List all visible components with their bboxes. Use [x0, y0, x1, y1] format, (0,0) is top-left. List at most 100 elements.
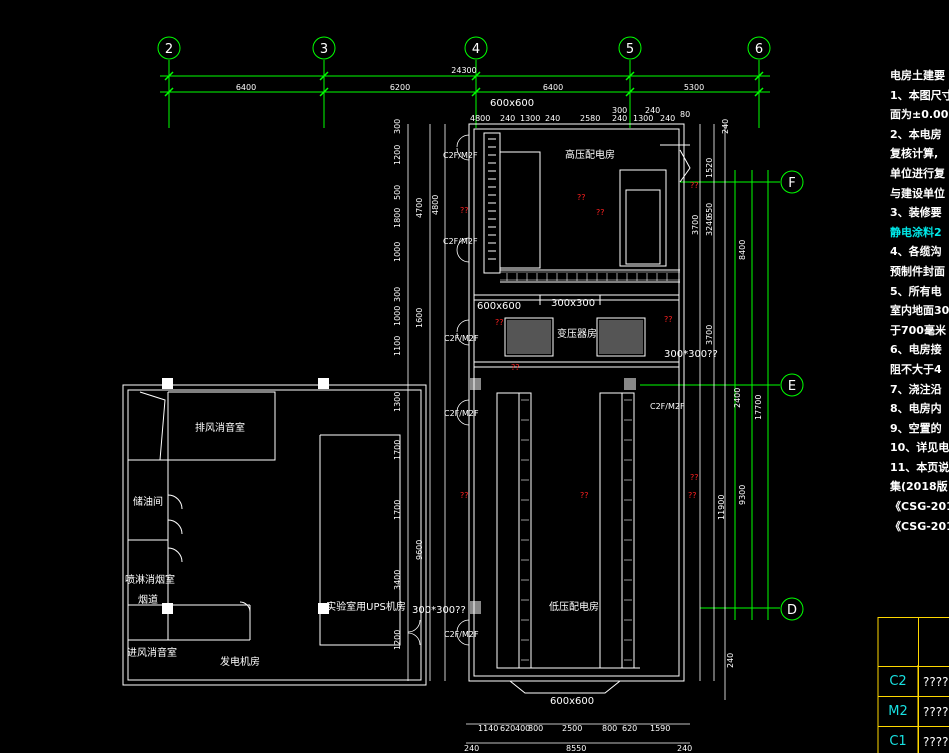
note-line: 室内地面30 [890, 304, 949, 318]
note-line: 阻不大于4 [890, 362, 942, 376]
dim-span: 5300 [684, 83, 704, 92]
axis-bubble[interactable] [780, 597, 804, 621]
note-line: 4、各缆沟 [890, 245, 942, 259]
svg-text:??: ?? [511, 363, 520, 372]
table-row: M2 ???? [878, 696, 949, 726]
table-cell [878, 618, 919, 666]
svg-text:1800: 1800 [393, 208, 402, 228]
room-tx: 变压器房 [557, 327, 597, 340]
doors [407, 134, 470, 646]
note-line: 与建设单位 [890, 186, 945, 200]
note-line: 《CSG-201 [890, 519, 949, 533]
note-line: 静电涂料2 [890, 225, 942, 239]
svg-text:400: 400 [515, 724, 530, 733]
note-line: 电房土建要 [890, 69, 945, 82]
svg-text:500: 500 [393, 185, 402, 200]
table-code: C1 [878, 727, 919, 753]
axis-bubble[interactable] [780, 373, 804, 397]
svg-text:240: 240 [464, 744, 479, 753]
axis-bubble[interactable] [464, 36, 488, 60]
axis-bubble[interactable] [157, 36, 181, 60]
tag-trench-mid: 300x300 [551, 298, 595, 309]
note-line: 单位进行复 [890, 166, 945, 180]
axis-label: 3 [320, 42, 328, 57]
svg-text:??: ?? [460, 206, 469, 215]
axis-bubble[interactable] [780, 170, 804, 194]
svg-text:1600: 1600 [415, 308, 424, 328]
svg-text:1200: 1200 [393, 630, 402, 650]
tag-hole-1: 300*300?? [664, 349, 718, 360]
dim-right-text: 240 1520 650 3240 3700 8400 3700 2400 93… [691, 119, 763, 668]
svg-text:C2F/M2F: C2F/M2F [444, 630, 479, 639]
note-line: 2、本电房 [890, 127, 942, 141]
svg-text:C2F/M2F: C2F/M2F [444, 409, 479, 418]
svg-text:C2F/M2F: C2F/M2F [650, 402, 685, 411]
room-spray: 喷淋消烟室 [125, 573, 175, 586]
svg-text:4700: 4700 [415, 198, 424, 218]
svg-text:3700: 3700 [705, 325, 714, 345]
room-oil: 储油间 [133, 495, 163, 508]
svg-text:1140: 1140 [478, 724, 498, 733]
svg-text:??: ?? [596, 208, 605, 217]
tag-trench-bottom: 600x600 [550, 696, 594, 707]
dim-chains-bottom [466, 723, 690, 744]
transformer-pad [507, 320, 551, 354]
axis-bubbles-top: 2 3 4 5 6 [157, 36, 771, 60]
note-line: 《CSG-201 [890, 500, 949, 514]
svg-text:??: ?? [495, 318, 504, 327]
svg-text:800: 800 [602, 724, 617, 733]
axis-label: 6 [755, 42, 763, 57]
axis-label: E [788, 379, 796, 394]
svg-text:4800: 4800 [470, 114, 490, 123]
room-intake: 进风消音室 [127, 646, 177, 659]
generator-block [122, 384, 427, 686]
svg-text:2400: 2400 [733, 388, 742, 408]
table-cell [919, 618, 923, 666]
room-smoke: 烟道 [138, 593, 158, 606]
svg-text:17700: 17700 [754, 395, 763, 420]
axis-label: 4 [472, 42, 480, 57]
note-line: 1、本图尺寸 [890, 88, 949, 102]
tag-trench-top: 600x600 [490, 98, 534, 109]
svg-text:3700: 3700 [691, 215, 700, 235]
dim-bottom-text: 1140 620 400 800 2500 800 620 1590 240 8… [464, 724, 692, 753]
svg-text:4800: 4800 [431, 195, 440, 215]
table-row: C2 ???? [878, 666, 949, 696]
note-line: 11、本页说 [890, 460, 949, 474]
svg-text:240: 240 [645, 106, 660, 115]
svg-text:1700: 1700 [393, 440, 402, 460]
room-exhaust: 排风消音室 [195, 421, 245, 434]
svg-text:3400: 3400 [393, 570, 402, 590]
svg-text:C2F/M2F: C2F/M2F [444, 334, 479, 343]
svg-text:1300: 1300 [393, 392, 402, 412]
note-line: 于700毫米 [890, 323, 946, 337]
room-gen: 发电机房 [220, 655, 260, 668]
tag-hole-2: 300*300?? [412, 605, 466, 616]
dim-detail-top: 4800 240 1300 240 2580 300 240 1300 240 … [470, 106, 690, 123]
dim-chains-left [407, 124, 446, 681]
tag-trench-left: 600x600 [477, 301, 521, 312]
svg-text:??: ?? [690, 181, 699, 190]
axis-label: 5 [626, 42, 634, 57]
note-line: 5、所有电 [890, 284, 942, 298]
axis-label: 2 [165, 42, 173, 57]
dim-total-top: 24300 [451, 66, 476, 75]
svg-text:??: ?? [690, 473, 699, 482]
axis-bubble[interactable] [747, 36, 771, 60]
note-line: 3、装修要 [890, 206, 942, 220]
svg-text:240: 240 [660, 114, 675, 123]
svg-text:1100: 1100 [393, 336, 402, 356]
room-ups: 实验室用UPS机房 [326, 600, 406, 613]
axis-bubble[interactable] [618, 36, 642, 60]
building-walls [468, 123, 691, 694]
axis-bubble[interactable] [312, 36, 336, 60]
note-line: 9、空置的 [890, 421, 942, 435]
cable-trench-hatching [500, 271, 680, 661]
svg-text:8550: 8550 [566, 744, 586, 753]
svg-text:1300: 1300 [520, 114, 540, 123]
svg-text:??: ?? [664, 315, 673, 324]
door-tags: C2F/M2F C2F/M2F C2F/M2F C2F/M2F C2F/M2F … [443, 151, 685, 639]
room-lv: 低压配电房 [549, 600, 599, 613]
